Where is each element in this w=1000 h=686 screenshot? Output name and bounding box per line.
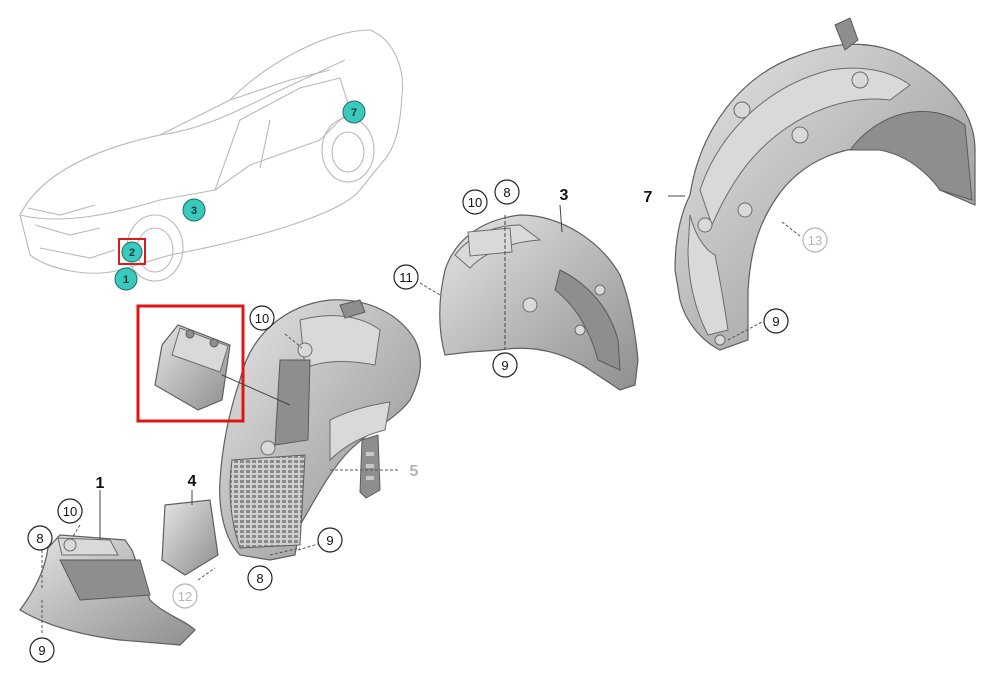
part-3-front-liner-section: [439, 214, 639, 391]
svg-text:9: 9: [326, 533, 333, 548]
svg-text:13: 13: [808, 233, 822, 248]
svg-text:11: 11: [399, 270, 413, 285]
car-marker-2-highlight: [118, 238, 146, 265]
car-marker-1[interactable]: 1: [114, 267, 138, 291]
part-1-underbody-shield: [19, 534, 196, 646]
part-label-5[interactable]: 5: [410, 463, 419, 480]
svg-text:8: 8: [36, 531, 43, 546]
callout-8-center[interactable]: 8: [247, 565, 273, 591]
svg-text:9: 9: [501, 358, 508, 373]
car-marker-7[interactable]: 7: [342, 100, 366, 124]
callout-8-top[interactable]: 8: [494, 179, 520, 205]
highlighted-part-detail: [136, 304, 291, 423]
part-label-3[interactable]: 3: [560, 187, 569, 204]
svg-text:5: 5: [410, 463, 419, 480]
callout-13[interactable]: 13: [802, 227, 828, 253]
callout-8-left[interactable]: 8: [27, 525, 53, 551]
car-marker-1-label: 1: [123, 274, 129, 286]
car-marker-7-dot: [342, 100, 366, 124]
part-label-1[interactable]: 1: [96, 475, 105, 492]
svg-text:10: 10: [468, 195, 482, 210]
svg-text:8: 8: [256, 571, 263, 586]
part-5-bracket: [359, 434, 381, 499]
svg-text:10: 10: [255, 311, 269, 326]
car-marker-7-label: 7: [351, 107, 357, 119]
svg-text:9: 9: [38, 643, 45, 658]
callout-12[interactable]: 12: [172, 583, 198, 609]
svg-text:9: 9: [772, 314, 779, 329]
highlight-box: [136, 304, 245, 423]
car-marker-3-label: 3: [191, 205, 197, 217]
callout-10-left[interactable]: 10: [57, 498, 83, 524]
part-label-7[interactable]: 7: [644, 189, 653, 206]
car-marker-2[interactable]: 2: [118, 238, 146, 265]
car-marker-3-dot: [182, 198, 206, 222]
car-marker-1-dot: [114, 267, 138, 291]
car-outline: [19, 29, 404, 282]
car-marker-2-dot: [121, 241, 143, 263]
part-4-cover: [161, 499, 219, 576]
svg-text:12: 12: [178, 589, 192, 604]
svg-text:10: 10: [63, 504, 77, 519]
callout-11[interactable]: 11: [393, 264, 419, 290]
callout-10-top[interactable]: 10: [462, 189, 488, 215]
callout-9-mid[interactable]: 9: [492, 352, 518, 378]
part-7-wheel-arch-liner: [674, 17, 976, 351]
callout-9-right[interactable]: 9: [763, 308, 789, 334]
car-marker-3[interactable]: 3: [182, 198, 206, 222]
svg-text:1: 1: [96, 475, 105, 492]
svg-text:7: 7: [644, 189, 653, 206]
part-center-wheel-arch-liner: [219, 299, 421, 561]
callout-9-left[interactable]: 9: [29, 637, 55, 663]
svg-text:3: 3: [560, 187, 569, 204]
car-marker-2-label: 2: [129, 247, 135, 259]
callout-10-center[interactable]: 10: [249, 305, 275, 331]
part-label-4[interactable]: 4: [188, 473, 197, 490]
svg-text:4: 4: [188, 473, 197, 490]
callout-9-center[interactable]: 9: [317, 527, 343, 553]
svg-text:8: 8: [503, 185, 510, 200]
